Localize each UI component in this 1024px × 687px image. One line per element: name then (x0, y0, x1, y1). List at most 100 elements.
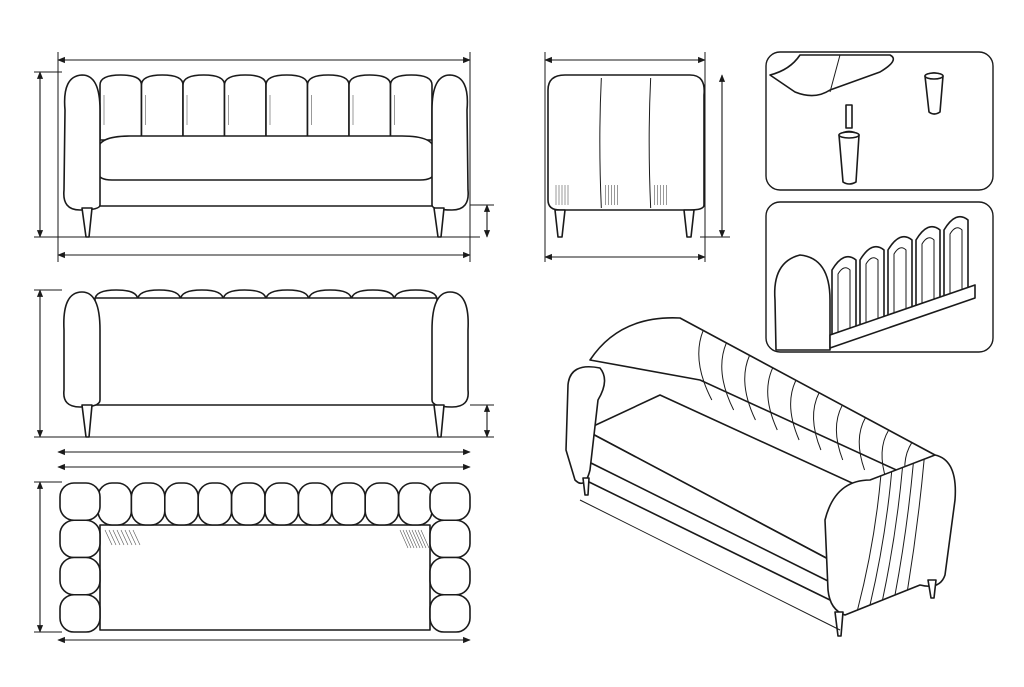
shading-line (120, 529, 129, 546)
shading-line (420, 529, 430, 549)
leg (834, 611, 844, 637)
leg (433, 404, 445, 438)
back-cushion (264, 482, 300, 526)
back-view (34, 289, 494, 456)
arm-cushion (429, 593, 471, 633)
right-arm (824, 454, 957, 616)
back-cushion (330, 482, 366, 526)
leg (554, 209, 566, 238)
shading-line (408, 529, 418, 549)
channel-seam (790, 380, 800, 441)
backrest-channel (348, 74, 392, 141)
right-arm (431, 74, 469, 211)
frame-rail (829, 284, 976, 349)
backrest-channel (223, 74, 267, 141)
leg (582, 477, 590, 496)
sofa-corner-underside (769, 54, 895, 97)
arm-cushion (429, 519, 471, 559)
arm-cushion (429, 482, 471, 522)
shading-line (405, 529, 415, 549)
channel-seam (767, 367, 778, 431)
shading-line (108, 529, 117, 546)
shading-line (104, 529, 113, 546)
shading-line (399, 529, 409, 549)
arm-cushion (59, 593, 101, 633)
arm-channel-seam (907, 459, 925, 591)
arm-channel-seam (857, 475, 882, 611)
channel-seam (744, 355, 756, 421)
detail-panel-leg-assembly (765, 51, 994, 191)
frame-rib-inner (837, 267, 851, 336)
back-cushion (197, 482, 233, 526)
arm-channel-seam (869, 471, 893, 606)
shading-line (116, 529, 125, 546)
left-arm (63, 74, 101, 211)
shading-line (417, 529, 427, 549)
frame-rib-inner (921, 237, 935, 306)
arm-cushion (59, 519, 101, 559)
back-cushion (130, 482, 166, 526)
arm-cushion (59, 556, 101, 596)
left-arm (565, 366, 606, 485)
channel-seam (835, 404, 844, 461)
frame-rib-inner (865, 257, 879, 326)
leg (433, 207, 445, 238)
backrest-channels (99, 74, 433, 141)
seat-area (99, 524, 431, 631)
backrest-channel (99, 74, 143, 141)
back-cushion (164, 482, 200, 526)
seat-cushion (97, 135, 435, 181)
back-cushion (230, 482, 266, 526)
backrest-channel (389, 74, 433, 141)
arm-frame (773, 254, 831, 351)
arm-channel-seam (882, 467, 903, 601)
frame-rib (943, 215, 969, 301)
dimension-line (579, 499, 841, 631)
backrest-channel (140, 74, 184, 141)
back-cushion (297, 482, 333, 526)
top-cushions (59, 482, 471, 633)
isometric-view (565, 317, 957, 637)
backrest-channel (265, 74, 309, 141)
back-cushion (364, 482, 400, 526)
back-cushion (397, 482, 433, 526)
backrest-channel (182, 74, 226, 141)
iso-arm-channels (857, 459, 925, 611)
frame-ribs (831, 215, 969, 341)
frame-rib-inner (893, 247, 907, 316)
side-channels (555, 77, 667, 209)
back-panel (94, 297, 438, 406)
channel-seam (721, 342, 735, 411)
top-view (34, 463, 471, 644)
shading-line (402, 529, 412, 549)
arm-cushion (429, 556, 471, 596)
screw-icon (845, 104, 853, 129)
channel-seam (698, 330, 713, 401)
shading-line (411, 529, 421, 549)
shading-line (128, 529, 137, 546)
detail-panel-frame (765, 201, 994, 353)
leg (927, 579, 937, 599)
channel-seam (599, 77, 602, 209)
backrest-channel (306, 74, 350, 141)
shading-line (112, 529, 121, 546)
back-cushion (97, 482, 133, 526)
leg (81, 207, 93, 238)
shading-line (414, 529, 424, 549)
frame-rib-inner (949, 227, 963, 296)
leg (81, 404, 93, 438)
shading-line (132, 529, 141, 546)
left-arm (63, 291, 101, 408)
leg (838, 130, 860, 185)
right-arm (431, 291, 469, 408)
side-body (547, 74, 706, 211)
shading-line (124, 529, 133, 546)
front-view (34, 52, 494, 262)
channel-seam (858, 417, 866, 471)
channel-seam (648, 77, 652, 209)
channel-seam (813, 392, 822, 451)
leg (683, 209, 695, 238)
arm-cushion (59, 482, 101, 522)
arm-channel-seam (894, 463, 914, 596)
